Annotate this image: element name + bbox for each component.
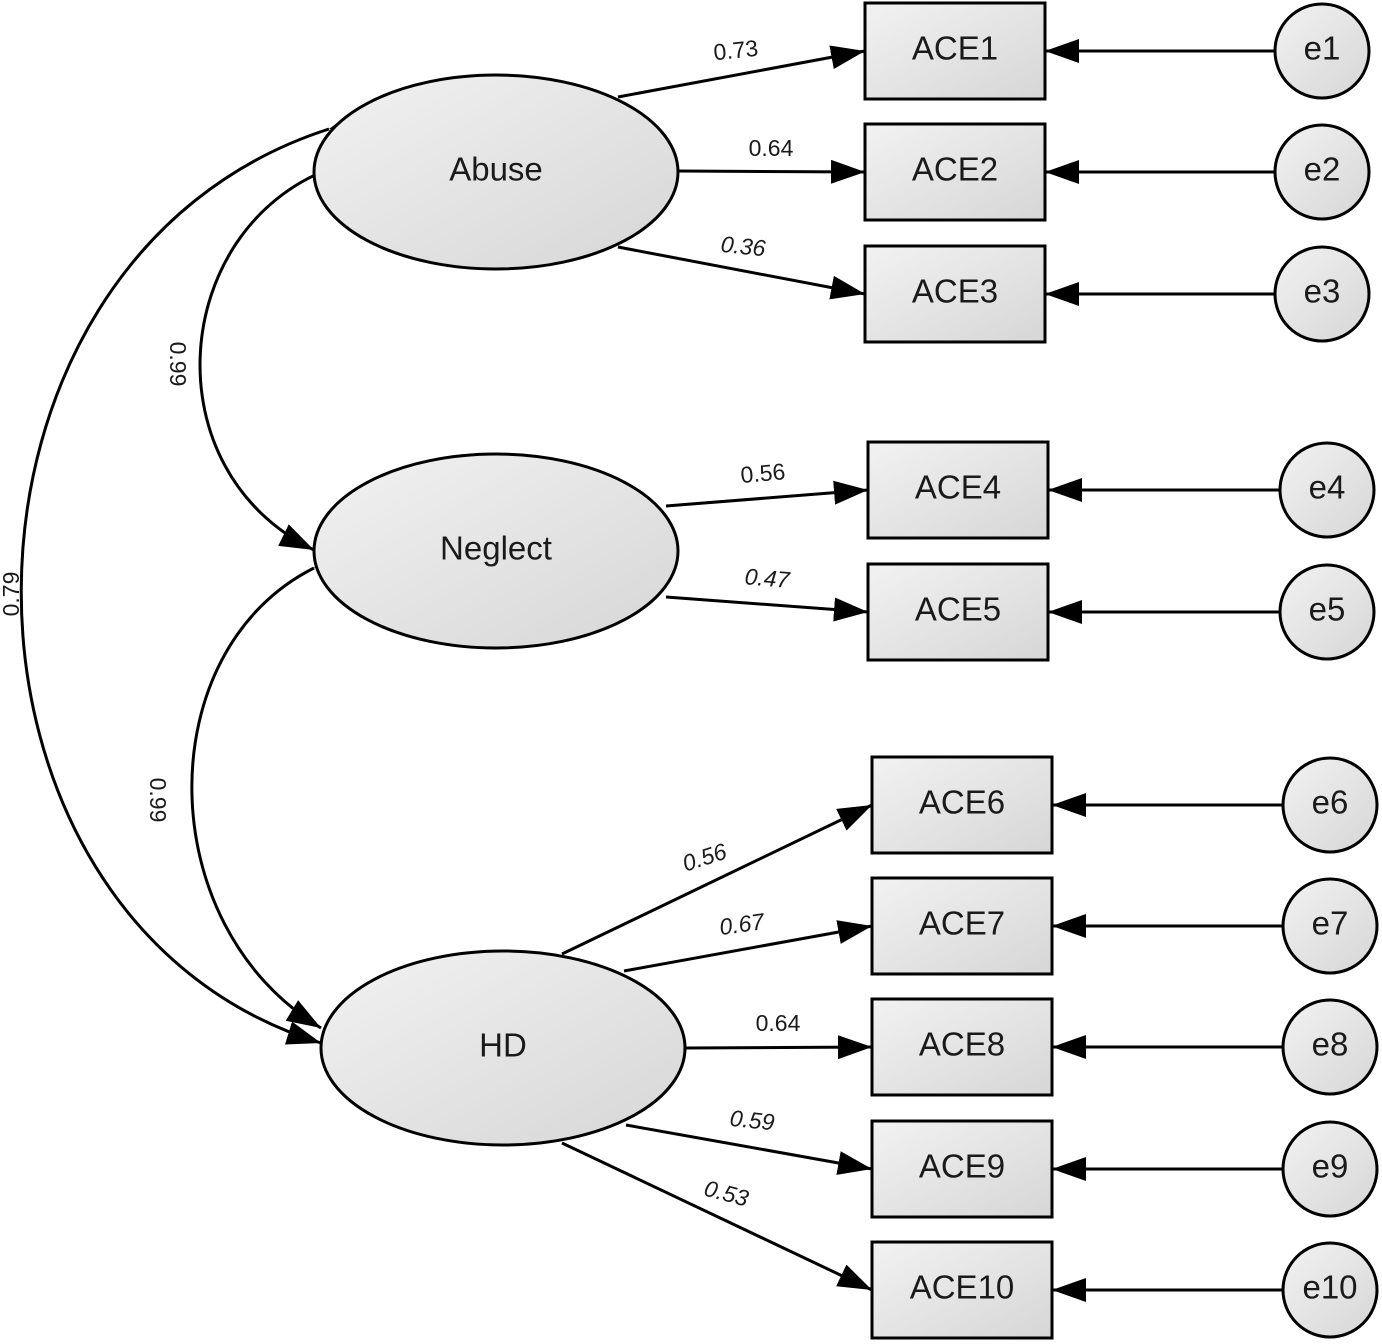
error-circle-e5 <box>1278 563 1376 661</box>
loading-path-ace4 <box>665 480 869 508</box>
loading-label-ace9: 0.59 <box>729 1105 776 1136</box>
covariance-label-neglect-hd: 0.99 <box>145 778 171 823</box>
error-label-e7: e7 <box>1312 905 1349 942</box>
loading-path-ace9 <box>625 1123 873 1175</box>
loading-path-ace10 <box>561 1141 873 1292</box>
indicator-label-ace1: ACE1 <box>912 30 998 67</box>
covariance-path-abuse-hd <box>19 107 366 1045</box>
indicator-box-ace3 <box>863 244 1047 344</box>
latent-factor-hd <box>319 949 687 1147</box>
indicator-box-ace2 <box>863 122 1047 222</box>
covariance-path-abuse-neglect <box>198 145 366 552</box>
edges-layer <box>19 39 1283 1302</box>
indicator-label-ace10: ACE10 <box>910 1269 1015 1306</box>
latent-factor-abuse <box>312 73 680 271</box>
indicator-box-ace7 <box>870 876 1054 976</box>
error-label-e4: e4 <box>1309 469 1346 506</box>
latent-label-abuse: Abuse <box>449 151 543 188</box>
latent-label-hd: HD <box>479 1027 527 1064</box>
loading-path-ace8 <box>685 1035 873 1060</box>
error-label-e3: e3 <box>1304 273 1341 310</box>
indicator-label-ace8: ACE8 <box>919 1026 1005 1063</box>
loading-label-ace10: 0.53 <box>702 1175 752 1212</box>
latent-label-neglect: Neglect <box>440 530 552 567</box>
error-label-e5: e5 <box>1309 591 1346 628</box>
error-circle-e3 <box>1273 245 1371 343</box>
loading-label-ace5: 0.47 <box>744 563 792 593</box>
loading-label-ace4: 0.56 <box>739 458 786 488</box>
error-label-e2: e2 <box>1304 151 1341 188</box>
loading-path-ace1 <box>617 45 866 99</box>
latent-factor-neglect <box>312 452 680 650</box>
error-label-e6: e6 <box>1312 784 1349 821</box>
indicator-label-ace3: ACE3 <box>912 273 998 310</box>
indicator-box-ace1 <box>863 1 1047 101</box>
indicator-box-ace5 <box>866 562 1050 662</box>
error-circle-e2 <box>1273 123 1371 221</box>
indicator-label-ace2: ACE2 <box>912 151 998 188</box>
indicator-label-ace6: ACE6 <box>919 784 1005 821</box>
error-label-e10: e10 <box>1302 1269 1357 1306</box>
loading-label-ace6: 0.56 <box>679 838 730 877</box>
error-circle-e8 <box>1281 998 1379 1096</box>
error-circle-e4 <box>1278 441 1376 539</box>
nodes-layer <box>312 1 1379 1340</box>
covariance-path-neglect-hd <box>190 542 350 1030</box>
loading-label-ace1: 0.73 <box>712 35 759 66</box>
indicator-box-ace9 <box>870 1119 1054 1219</box>
loading-path-ace6 <box>561 803 873 956</box>
loading-path-ace3 <box>617 245 866 300</box>
indicator-box-ace6 <box>870 755 1054 855</box>
loading-label-ace7: 0.67 <box>718 908 767 940</box>
error-label-e9: e9 <box>1312 1148 1349 1185</box>
loading-path-ace7 <box>623 920 873 973</box>
indicator-label-ace5: ACE5 <box>915 591 1001 628</box>
error-circle-e10 <box>1281 1241 1379 1339</box>
error-label-e1: e1 <box>1304 30 1341 67</box>
loading-label-ace3: 0.36 <box>720 231 767 262</box>
indicator-box-ace8 <box>870 997 1054 1097</box>
loading-label-ace2: 0.64 <box>749 135 794 161</box>
error-circle-e7 <box>1281 877 1379 975</box>
loading-path-ace2 <box>677 159 866 184</box>
indicator-label-ace9: ACE9 <box>919 1148 1005 1185</box>
indicator-box-ace4 <box>866 440 1050 540</box>
error-circle-e9 <box>1281 1120 1379 1218</box>
covariance-label-abuse-hd: 0.79 <box>0 572 24 617</box>
indicator-label-ace4: ACE4 <box>915 469 1001 506</box>
loading-label-ace8: 0.64 <box>756 1010 801 1036</box>
indicator-box-ace10 <box>870 1240 1054 1340</box>
error-circle-e6 <box>1281 756 1379 854</box>
loading-path-ace5 <box>665 595 869 622</box>
covariance-label-abuse-neglect: 0.99 <box>165 342 191 387</box>
indicator-label-ace7: ACE7 <box>919 905 1005 942</box>
error-label-e8: e8 <box>1312 1026 1349 1063</box>
error-circle-e1 <box>1273 2 1371 100</box>
